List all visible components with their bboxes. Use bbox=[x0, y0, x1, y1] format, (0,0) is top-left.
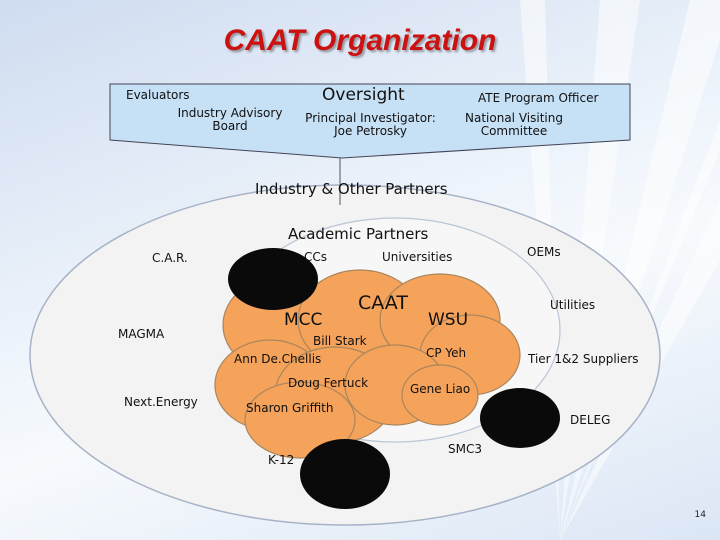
slide-title: CAAT Organization bbox=[223, 24, 497, 57]
k12-label: K-12 bbox=[268, 453, 295, 467]
magma-label: MAGMA bbox=[118, 327, 165, 341]
academic-heading: Academic Partners bbox=[288, 225, 429, 243]
car-label: C.A.R. bbox=[152, 251, 188, 265]
national-visiting-committee: National Visiting Committee bbox=[455, 112, 573, 137]
principal-investigator: Principal Investigator: Joe Petrosky bbox=[298, 112, 443, 137]
cp-yeh-label: CP Yeh bbox=[426, 346, 467, 360]
dark-oval-right bbox=[480, 388, 560, 448]
iab-line-2: Board bbox=[212, 118, 248, 133]
caat-label: CAAT bbox=[358, 292, 408, 314]
industry-advisory-board: Industry Advisory Board bbox=[170, 107, 290, 132]
sharon-griffith-label: Sharon Griffith bbox=[246, 401, 334, 415]
pi-line-1: Principal Investigator: bbox=[305, 111, 436, 125]
academic-cloud bbox=[214, 269, 521, 459]
tier-suppliers-label: Tier 1&2 Suppliers bbox=[528, 352, 639, 366]
ate-officer-label: ATE Program Officer bbox=[478, 91, 599, 105]
smc3-label: SMC3 bbox=[448, 442, 482, 456]
industry-heading: Industry & Other Partners bbox=[255, 180, 448, 198]
bill-stark-label: Bill Stark bbox=[313, 334, 367, 348]
nvc-line-2: Committee bbox=[480, 123, 548, 138]
page-number: 14 bbox=[694, 510, 706, 520]
ccs-label: CCs bbox=[304, 250, 328, 264]
dark-oval-bottom bbox=[300, 439, 390, 509]
pi-line-2: Joe Petrosky bbox=[334, 123, 407, 138]
oems-label: OEMs bbox=[527, 245, 561, 259]
next-energy-label: Next.Energy bbox=[124, 395, 198, 409]
wsu-label: WSU bbox=[428, 310, 469, 330]
deleg-label: DELEG bbox=[570, 413, 611, 427]
gene-liao-label: Gene Liao bbox=[410, 382, 471, 396]
universities-label: Universities bbox=[382, 250, 453, 264]
iab-line-1: Industry Advisory bbox=[177, 106, 283, 120]
doug-fertuck-label: Doug Fertuck bbox=[288, 376, 369, 390]
oversight-heading: Oversight bbox=[322, 85, 405, 105]
oversight-banner bbox=[109, 83, 631, 159]
nvc-line-1: National Visiting bbox=[465, 111, 563, 125]
utilities-label: Utilities bbox=[550, 298, 596, 312]
evaluators-label: Evaluators bbox=[126, 88, 190, 102]
ann-dechellis-label: Ann De.Chellis bbox=[234, 352, 322, 366]
dark-oval-top bbox=[228, 248, 318, 310]
mcc-label: MCC bbox=[284, 310, 323, 330]
